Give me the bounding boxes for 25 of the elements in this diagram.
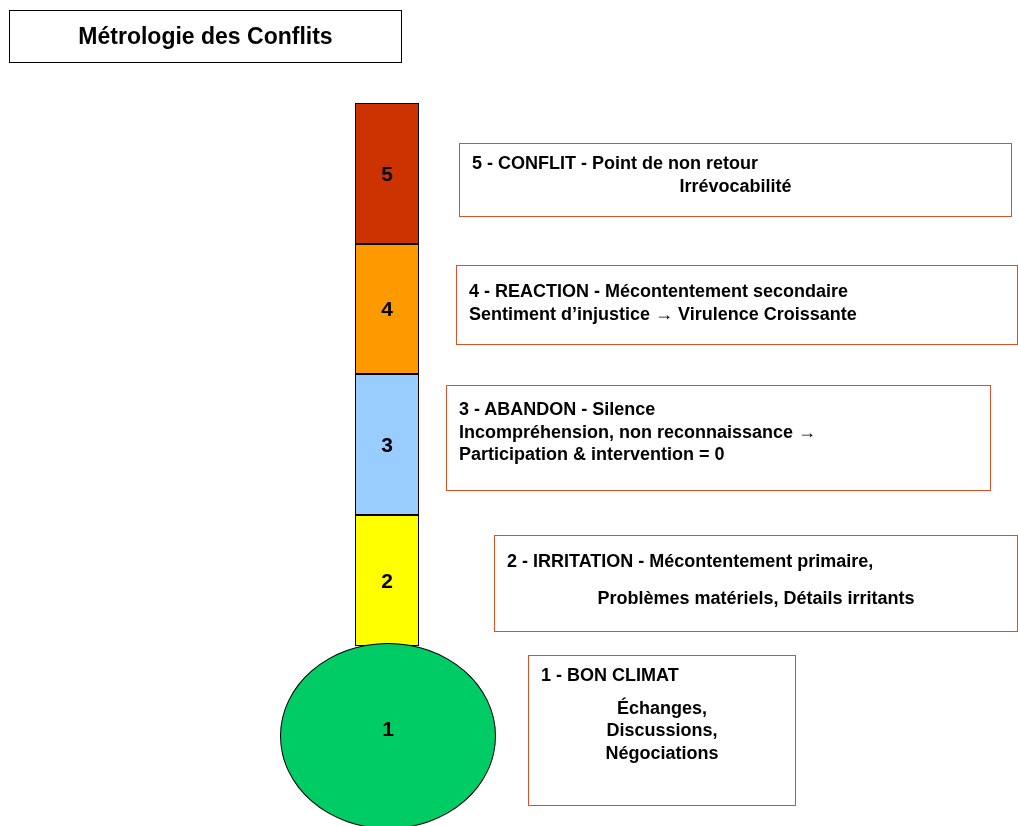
level-heading: 2 - IRRITATION - Mécontentement primaire, bbox=[507, 550, 874, 573]
level-description: Problèmes matériels, Détails irritants bbox=[597, 586, 915, 609]
level-description: Échanges, Discussions, Négociations bbox=[604, 696, 720, 764]
thermometer-segment bbox=[355, 244, 419, 374]
level-number: 5 bbox=[381, 161, 393, 186]
title: Métrologie des Conflits bbox=[78, 23, 333, 50]
thermometer-segment bbox=[355, 374, 419, 515]
level-number: 2 bbox=[381, 568, 393, 593]
level-description-box bbox=[459, 143, 1012, 217]
level-description-box bbox=[528, 655, 796, 806]
level-number: 3 bbox=[381, 432, 393, 457]
level-heading: 4 - REACTION - Mécontentement secondaire bbox=[469, 280, 849, 303]
level-description-box bbox=[494, 535, 1018, 632]
level-number: 1 bbox=[382, 717, 394, 741]
level-heading: 5 - CONFLIT - Point de non retour bbox=[472, 152, 758, 175]
level-description-box bbox=[446, 385, 991, 491]
level-number: 4 bbox=[381, 297, 393, 321]
level-description: Irrévocabilité bbox=[679, 174, 792, 197]
level-description-box bbox=[456, 265, 1018, 345]
level-heading: 3 - ABANDON - Silence bbox=[459, 398, 656, 421]
level-heading: 1 - BON CLIMAT bbox=[541, 664, 679, 687]
level-description: Incompréhension, non reconnaissance → Participation & intervention = 0 bbox=[459, 420, 818, 466]
level-description: Sentiment d’injustice → Virulence Croissante bbox=[469, 302, 857, 325]
thermometer-segment bbox=[355, 515, 419, 646]
thermometer-segment bbox=[355, 103, 419, 244]
